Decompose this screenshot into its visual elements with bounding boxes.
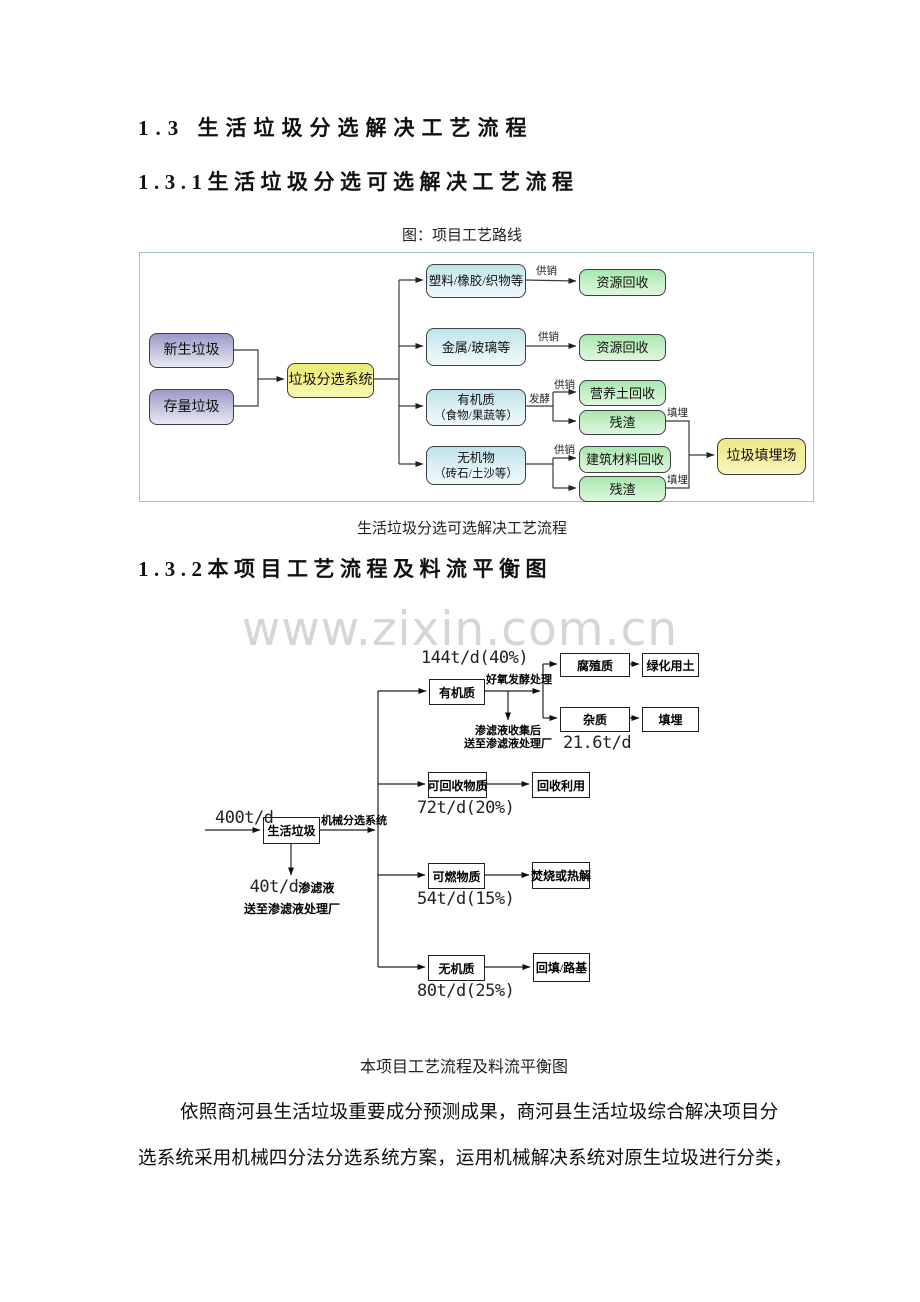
- edge-label-ferment: 发酵: [529, 394, 550, 405]
- node-organic: 有机质 （食物/果蔬等）: [426, 389, 526, 426]
- node-sorting-system: 垃圾分选系统: [287, 363, 374, 398]
- label-impurity-rate: 21.6t/d: [563, 733, 632, 753]
- node-recyclable: 可回收物质: [428, 772, 488, 798]
- figure2-material-balance-diagram: 生活垃圾 有机质 可回收物质 可燃物质 无机质 腐殖质 绿化用土 杂质 填埋 回…: [195, 645, 710, 1010]
- label-recyclable-rate: 72t/d(20%): [417, 798, 515, 818]
- heading-1-3-2: 1.3.2本项目工艺流程及料流平衡图: [138, 557, 552, 581]
- edge-label-supply-4: 供销: [554, 445, 575, 456]
- node-residue-2: 残渣: [579, 476, 666, 502]
- node-organic-title: 有机质: [457, 392, 495, 407]
- node-impurity: 杂质: [560, 707, 630, 732]
- node-combustible: 可燃物质: [428, 863, 485, 889]
- label-leachate-rate: 40t/d: [249, 877, 299, 897]
- node-resource-recovery-2: 资源回收: [579, 334, 666, 361]
- figure1-connectors: [232, 277, 715, 491]
- node-waste: 生活垃圾: [263, 817, 320, 844]
- label-leachate-send: 送至渗滤液处理厂: [243, 902, 340, 916]
- label-leachate-suffix: 渗滤液: [298, 881, 335, 895]
- node-organic: 有机质: [429, 679, 485, 705]
- figure1-caption: 生活垃圾分选可选解决工艺流程: [356, 521, 567, 537]
- node-recycling: 回收利用: [532, 772, 590, 798]
- label-mechanical-sorting: 机械分选系统: [321, 815, 387, 827]
- node-building-material-recovery: 建筑材料回收: [579, 446, 671, 473]
- node-inorganic: 无机物 （砖石/土沙等）: [426, 446, 526, 485]
- node-landfill-site: 垃圾填埋场: [717, 438, 806, 475]
- node-inorganic-sub: （砖石/土沙等）: [434, 467, 518, 480]
- node-incineration: 焚烧或热解: [531, 862, 591, 889]
- label-inorganic-rate: 80t/d(25%): [417, 981, 515, 1001]
- node-greening-soil: 绿化用土: [642, 653, 699, 677]
- label-leachate-note-line1: 渗滤液收集后: [475, 725, 541, 737]
- edge-label-supply-1: 供销: [536, 266, 557, 277]
- edge-label-landfill-1: 填埋: [667, 408, 688, 419]
- figure2-caption: 本项目工艺流程及料流平衡图: [359, 1059, 568, 1076]
- node-residue-1: 残渣: [579, 410, 666, 435]
- node-stock-waste: 存量垃圾: [149, 389, 234, 425]
- label-input-rate: 400t/d: [215, 808, 274, 828]
- figure2-connectors: [205, 661, 640, 970]
- node-organic-sub: （食物/果蔬等）: [434, 409, 518, 422]
- watermark: www.zixin.com.cn: [241, 602, 679, 657]
- heading-1-3: 1.3 生活垃圾分选解决工艺流程: [138, 116, 534, 140]
- node-inorganic-title: 无机物: [457, 450, 495, 465]
- edge-label-landfill-2: 填埋: [667, 475, 688, 486]
- node-resource-recovery-1: 资源回收: [579, 269, 666, 296]
- node-plastics: 塑料/橡胶/织物等: [426, 264, 526, 298]
- label-aerobic-treatment: 好氧发酵处理: [486, 674, 552, 686]
- node-inorganic: 无机质: [428, 955, 485, 981]
- node-backfill-roadbed: 回填/路基: [533, 953, 590, 982]
- node-new-waste: 新生垃圾: [149, 333, 234, 368]
- figure1-process-route-diagram: 新生垃圾 存量垃圾 垃圾分选系统 塑料/橡胶/织物等 金属/玻璃等 有机质 （食…: [139, 252, 814, 502]
- node-nutrient-soil-recovery: 营养土回收: [579, 380, 666, 406]
- paragraph-line-2: 选系统采用机械四分法分选系统方案，运用机械解决系统对原生垃圾进行分类，: [138, 1149, 793, 1169]
- heading-1-3-1: 1.3.1生活垃圾分选可选解决工艺流程: [138, 170, 579, 194]
- label-leachate-note-line2: 送至渗滤液处理厂: [464, 738, 552, 750]
- label-organic-rate: 144t/d(40%): [421, 648, 529, 668]
- node-humus: 腐殖质: [560, 653, 630, 677]
- edge-label-supply-3: 供销: [554, 380, 575, 391]
- edge-label-supply-2: 供销: [538, 332, 559, 343]
- paragraph-line-1: 依照商河县生活垃圾重要成分预测成果，商河县生活垃圾综合解决项目分: [180, 1103, 779, 1123]
- figure1-title: 图：项目工艺路线: [401, 228, 522, 244]
- node-landfill: 填埋: [642, 707, 699, 732]
- label-leachate-out: 40t/d渗滤液 送至渗滤液处理厂: [227, 877, 357, 916]
- label-leachate-note: 渗滤液收集后 送至渗滤液处理厂: [443, 725, 573, 751]
- label-combustible-rate: 54t/d(15%): [417, 889, 515, 909]
- node-metal-glass: 金属/玻璃等: [426, 328, 526, 366]
